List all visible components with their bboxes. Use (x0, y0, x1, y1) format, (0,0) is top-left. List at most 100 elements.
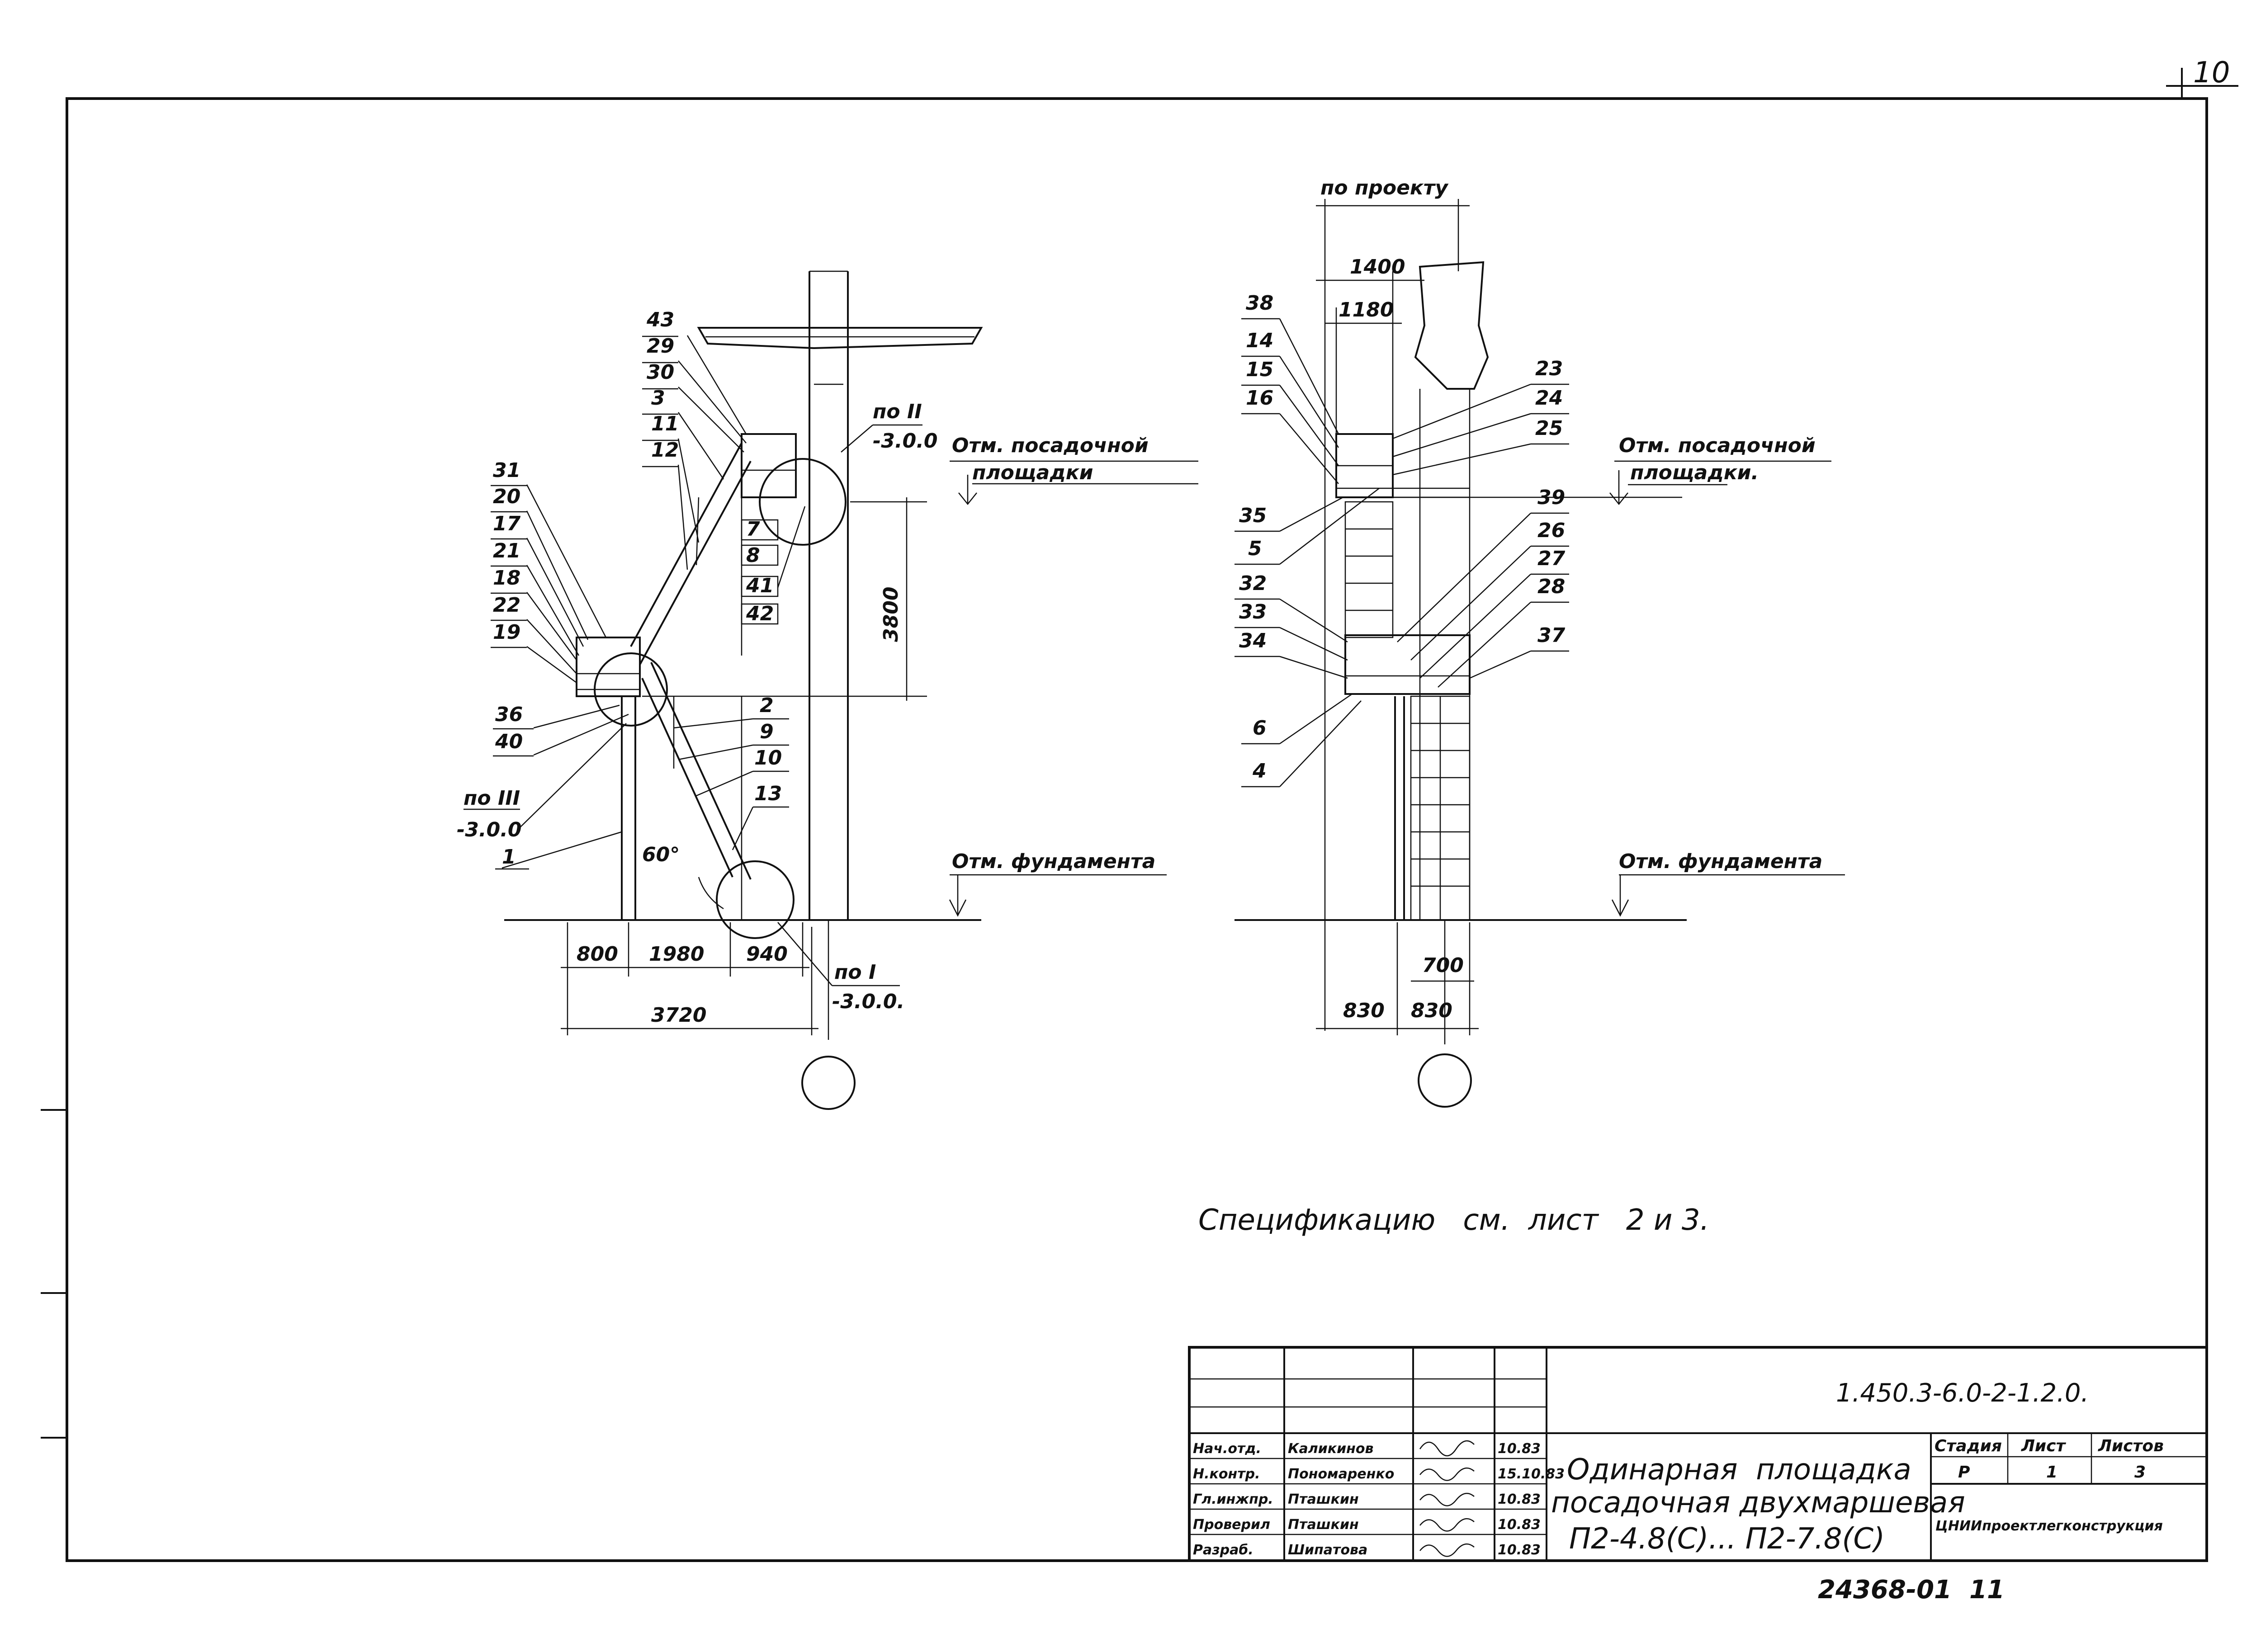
callout-20: 20 (493, 485, 520, 508)
stage-header: Стадия (1935, 1437, 2002, 1455)
title-line-3: П2-4.8(С)... П2-7.8(С) (1569, 1522, 1885, 1556)
row-date-0: 10.83 (1498, 1441, 1541, 1457)
callout-28: 28 (1537, 575, 1565, 598)
signature-scribbles (1419, 1440, 1475, 1557)
row-role-4: Разраб. (1193, 1542, 1253, 1558)
dims-bottom-left (561, 922, 818, 1035)
row-role-2: Гл.инжпр. (1193, 1492, 1273, 1507)
callout-11: 11 (651, 412, 679, 435)
callout-12: 12 (651, 439, 679, 462)
callout-18: 18 (493, 566, 520, 590)
detail-circle-ii (759, 458, 847, 546)
callout-36: 36 (495, 703, 523, 726)
callout-32: 32 (1239, 572, 1267, 595)
sheets-value: 3 (2134, 1463, 2146, 1482)
node-ii-level: -3.0.0 (873, 430, 938, 453)
stage-value: Р (1958, 1463, 1970, 1482)
archive-number: 24368-01 11 (1818, 1575, 2005, 1605)
callout-27: 27 (1537, 547, 1566, 570)
callout-31: 31 (493, 459, 520, 482)
labels-right-mid: 7 8 41 42 (746, 518, 774, 625)
callout-1: 1 (502, 845, 516, 868)
labels-right-view-right-mid: 39 26 27 28 37 (1537, 486, 1566, 647)
callout-19: 19 (493, 621, 520, 644)
title-line-2: посадочная двухмаршевая (1551, 1486, 1965, 1520)
node-i-label: по I (834, 961, 876, 984)
row-date-1: 15.10.83 (1498, 1466, 1565, 1482)
landing-mark-text-2: площадки (972, 461, 1093, 484)
row-name-4: Шипатова (1288, 1542, 1367, 1558)
mid-landing-front (1344, 634, 1471, 695)
dim-height-3800: 3800 (642, 497, 927, 701)
callout-10: 10 (754, 746, 782, 769)
sheet-header: Лист (2021, 1437, 2066, 1455)
sheet-frame (41, 68, 2238, 1562)
sheet-value: 1 (2046, 1463, 2058, 1482)
dim-800: 800 (577, 943, 618, 966)
callout-43: 43 (646, 308, 674, 331)
lower-stair-flight (641, 662, 752, 920)
angle-arc (698, 877, 724, 910)
landing-elevation-mark-left: Отм. посадочной площадки (950, 434, 1198, 505)
dim-1400: 1400 (1350, 255, 1405, 278)
leaders-left-low (533, 704, 629, 756)
grid-axis-circle-left (801, 1056, 856, 1110)
callout-25: 25 (1535, 417, 1563, 440)
foundation-mark-right-text: Отм. фундамента (1619, 850, 1822, 873)
callout-17: 17 (493, 512, 521, 535)
right-front-view: по проекту 1400 1180 38 14 15 16 35 5 32… (1235, 176, 1845, 1108)
row-date-2: 10.83 (1498, 1492, 1541, 1507)
mid-landing (576, 637, 641, 697)
foundation-elevation-mark-left: Отм. фундамента (949, 850, 1167, 917)
detail-circle-i (716, 860, 795, 939)
dim-3800-text: 3800 (880, 587, 903, 642)
row-name-3: Пташкин (1288, 1517, 1359, 1533)
title-line-1: Одинарная площадка (1567, 1453, 1911, 1487)
callout-6: 6 (1253, 717, 1267, 740)
labels-right-view-left-mid: 35 5 32 33 34 (1239, 504, 1267, 652)
row-role-0: Нач.отд. (1193, 1441, 1261, 1457)
callout-41: 41 (746, 574, 774, 597)
callout-3: 3 (651, 387, 665, 410)
callout-9: 9 (760, 720, 774, 743)
callout-2: 2 (760, 694, 774, 717)
spec-note: Спецификацию см. лист 2 и 3. (1198, 1204, 1709, 1237)
labels-left-top: 43 29 30 3 11 12 (646, 308, 679, 462)
upper-landing (741, 433, 797, 498)
node-iii-level: -3.0.0 (457, 818, 522, 841)
node-i-level: -3.0.0. (832, 990, 904, 1013)
organization: ЦНИИпроектлегконструкция (1935, 1518, 2163, 1534)
leaders-left-top (677, 335, 747, 570)
sheets-header: Листов (2098, 1437, 2164, 1455)
dim-940: 940 (746, 943, 788, 966)
row-name-2: Пташкин (1288, 1492, 1359, 1507)
labels-left-low: 36 40 (495, 703, 523, 753)
callout-23: 23 (1535, 357, 1563, 380)
signature-rows: Нач.отд. Каликинов 10.83 Н.контр. Понома… (1193, 1441, 1565, 1558)
row-date-4: 10.83 (1498, 1542, 1541, 1558)
angle-label: 60° (642, 843, 680, 866)
row-name-1: Пономаренко (1288, 1466, 1394, 1482)
callout-37: 37 (1537, 624, 1566, 647)
callout-35: 35 (1239, 504, 1267, 527)
leaders-left-mid (526, 484, 607, 684)
row-role-3: Проверил (1193, 1517, 1270, 1533)
dim-1980: 1980 (649, 943, 704, 966)
row-name-0: Каликинов (1288, 1441, 1373, 1457)
labels-right-view-left-low: 6 4 (1252, 717, 1267, 783)
grid-axis-circle-right (1418, 1053, 1472, 1108)
callout-22: 22 (493, 594, 520, 617)
title-block: 1.450.3-6.0-2-1.2.0. Нач.отд. Каликинов … (1188, 1346, 2208, 1562)
row-date-3: 10.83 (1498, 1517, 1541, 1533)
callout-7: 7 (746, 518, 760, 541)
page-number: 10 (2193, 56, 2230, 90)
callout-34: 34 (1239, 629, 1267, 652)
labels-right-view-left-top: 38 14 15 16 (1246, 292, 1273, 410)
foundation-elevation-mark-right: Отм. фундамента (1611, 850, 1845, 917)
detail-circle-iii (594, 652, 668, 727)
dim-po-proektu: по проекту (1320, 176, 1449, 199)
dim-830-right: 830 (1411, 999, 1452, 1022)
landing-elevation-mark-right: Отм. посадочной площадки. (1393, 434, 1831, 505)
left-elevation-view: 43 29 30 3 11 12 31 20 17 2 1 18 (457, 270, 1198, 1110)
